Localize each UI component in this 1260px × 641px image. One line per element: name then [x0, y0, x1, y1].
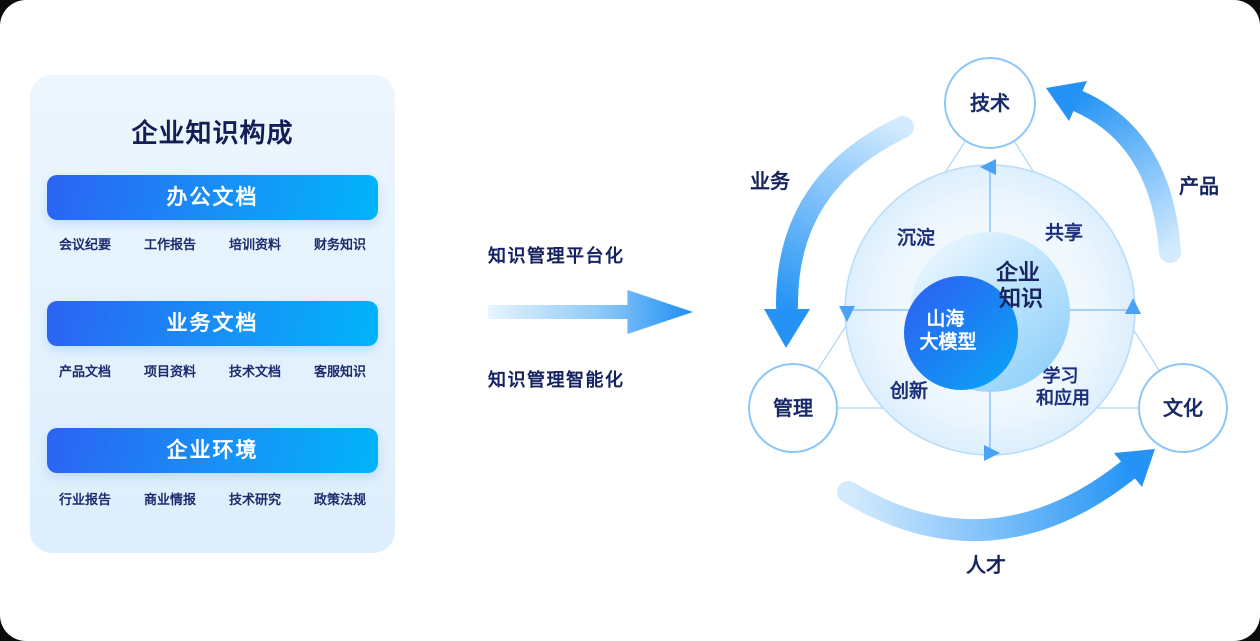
- label-platformization: 知识管理平台化: [488, 246, 625, 266]
- flow-arrow-top-right: [1067, 90, 1181, 263]
- quadrant-label-learn-line2: 和应用: [1036, 387, 1090, 408]
- item: 会议纪要: [59, 237, 112, 252]
- node-culture-circle: [1138, 363, 1228, 453]
- item: 工作报告: [143, 237, 196, 252]
- group-header-office-docs: 办公文档: [47, 175, 378, 220]
- ring-arrowhead-left-icon: [839, 306, 855, 322]
- label-intelligence: 知识管理智能化: [488, 370, 625, 390]
- item: 客服知识: [313, 364, 366, 379]
- node-technology-label: 技术: [970, 91, 1010, 115]
- node-culture-label: 文化: [1163, 396, 1203, 420]
- ring-arrowhead-bottom-icon: [984, 445, 1000, 461]
- knowledge-label-line2: 知识: [999, 286, 1043, 311]
- quadrant-label-learn-apply: 学习 和应用: [1036, 365, 1090, 408]
- quadrant-label-learn-line1: 学习: [1042, 365, 1078, 386]
- group-items-business-docs: 产品文档 项目资料 技术文档 客服知识: [47, 362, 378, 382]
- model-label: 山海 大模型: [919, 307, 976, 353]
- group-header-enterprise-env: 企业环境: [47, 428, 378, 473]
- item: 财务知识: [313, 237, 366, 252]
- model-label-line2: 大模型: [919, 330, 976, 353]
- item: 技术研究: [228, 492, 281, 507]
- item: 产品文档: [59, 364, 112, 379]
- flow-arrow-left: [775, 116, 914, 317]
- flow-arrowhead-left-icon: [764, 309, 810, 348]
- quadrant-label-share: 共享: [1045, 221, 1083, 244]
- group-items-enterprise-env: 行业报告 商业情报 技术研究 政策法规: [47, 490, 378, 510]
- item: 培训资料: [228, 237, 281, 252]
- model-label-line1: 山海: [926, 307, 964, 330]
- knowledge-composition-panel: 企业知识构成 办公文档 会议纪要 工作报告 培训资料 财务知识 业务文档 产品文…: [30, 75, 395, 553]
- flow-label-business: 业务: [750, 169, 791, 193]
- item: 商业情报: [143, 492, 196, 507]
- item: 政策法规: [313, 492, 366, 507]
- node-technology-circle: [944, 57, 1036, 149]
- flow-arrowhead-top-right-icon: [1046, 81, 1087, 121]
- group-items-office-docs: 会议纪要 工作报告 培训资料 财务知识: [47, 235, 378, 255]
- item: 项目资料: [143, 364, 196, 379]
- ring-arrowhead-top-icon: [980, 159, 996, 175]
- flow-label-talent: 人才: [966, 553, 1006, 577]
- ring-arrowhead-right-icon: [1125, 298, 1141, 314]
- item: 行业报告: [59, 492, 112, 507]
- panel-title: 企业知识构成: [131, 118, 294, 148]
- node-management-label: 管理: [773, 396, 813, 420]
- right-arrow-icon: [488, 289, 693, 335]
- knowledge-cycle-diagram: 沉淀 共享 创新 学习 和应用 山海 大模型 企业 知识 技术 管理 文化 业务…: [748, 57, 1228, 577]
- flow-arrow-bottom: [837, 459, 1139, 542]
- item: 技术文档: [228, 364, 281, 379]
- group-header-business-docs: 业务文档: [47, 301, 378, 346]
- node-management-circle: [748, 363, 838, 453]
- model-circle: [904, 276, 1018, 390]
- quadrant-label-innovate: 创新: [889, 379, 928, 402]
- quadrant-label-deposit: 沉淀: [897, 226, 936, 249]
- knowledge-label-line1: 企业: [995, 260, 1040, 285]
- flow-label-product: 产品: [1179, 174, 1219, 198]
- enterprise-knowledge-label: 企业 知识: [995, 260, 1046, 311]
- flow-arrowhead-bottom-icon: [1114, 449, 1155, 487]
